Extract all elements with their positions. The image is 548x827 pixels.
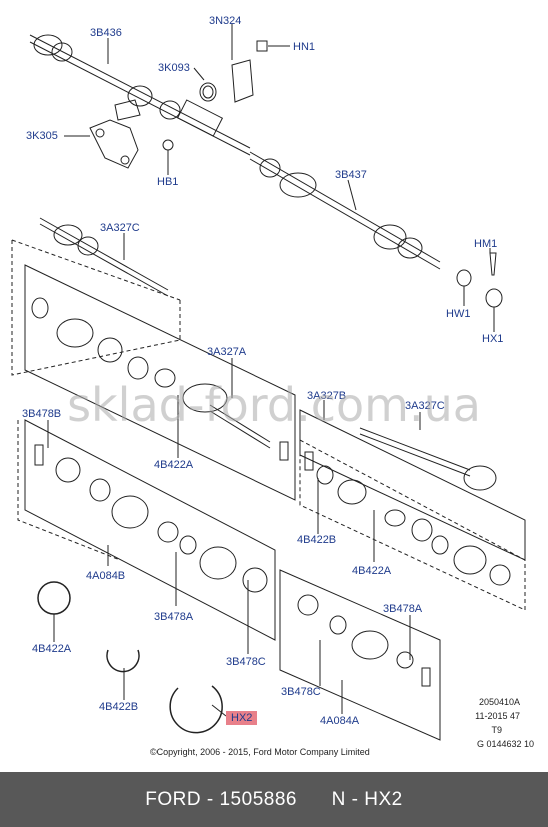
label-3B478B: 3B478B	[22, 408, 62, 420]
label-HX2-highlighted[interactable]: HX2	[226, 711, 258, 725]
circlip-HX2	[169, 685, 223, 734]
label-4A084A: 4A084A	[320, 715, 360, 727]
label-HM1: HM1	[474, 238, 498, 250]
driveshaft-3A327C	[39, 217, 169, 297]
footer-part-number: FORD - 1505886 N - HX2	[145, 788, 403, 810]
label-3B478C-left: 3B478C	[226, 656, 266, 668]
footer-bar: FORD - 1505886 N - HX2	[0, 772, 548, 827]
frame-4A084B	[24, 419, 276, 641]
label-4B422B-bottom: 4B422B	[99, 701, 139, 713]
label-HX1: HX1	[482, 333, 504, 345]
bolt-HB1	[162, 139, 174, 151]
driveshaft-3B437	[249, 151, 441, 270]
label-3N324: 3N324	[209, 15, 242, 27]
diagram-code: 2050410A	[478, 697, 520, 707]
label-3B478A-right: 3B478A	[383, 603, 423, 615]
copyright-notice: ©Copyright, 2006 - 2015, Ford Motor Comp…	[150, 747, 370, 757]
label-3A327C-right: 3A327C	[405, 400, 445, 412]
circlip-4B422A	[37, 581, 71, 615]
label-3A327C-top: 3A327C	[100, 222, 140, 234]
ring-3K093	[199, 82, 217, 102]
label-HN1: HN1	[293, 41, 316, 53]
nut-HN1	[256, 40, 268, 52]
diagram-revision: T9	[491, 725, 502, 735]
label-3B478C-right: 3B478C	[281, 686, 321, 698]
label-4A084B: 4A084B	[86, 570, 126, 582]
label-HW1: HW1	[446, 308, 471, 320]
label-3B437: 3B437	[335, 169, 367, 181]
label-3A327A: 3A327A	[207, 346, 247, 358]
label-4B422A-right: 4B422A	[352, 565, 392, 577]
nut-HX1	[485, 288, 503, 308]
bracket-3K305	[89, 99, 141, 169]
label-HB1: HB1	[157, 176, 179, 188]
diagram-reference: G 0144632 10	[476, 739, 534, 749]
bolt-HM1	[489, 252, 497, 276]
label-4B422A-bottom: 4B422A	[32, 643, 72, 655]
label-3A327B: 3A327B	[307, 390, 347, 402]
diagram-date: 11-2015 47	[475, 711, 520, 721]
frame-3A327A	[24, 264, 296, 501]
washer-HW1	[456, 269, 472, 287]
label-3B436: 3B436	[90, 27, 122, 39]
driveshaft-3B436	[29, 34, 251, 156]
bracket-3N324	[231, 59, 254, 103]
label-3K305: 3K305	[26, 130, 58, 142]
frame-4A084A	[279, 569, 441, 741]
label-4B422B-right: 4B422B	[297, 534, 337, 546]
exploded-parts-diagram	[11, 24, 526, 741]
label-3K093: 3K093	[158, 62, 190, 74]
label-4B422A-mid: 4B422A	[154, 459, 194, 471]
circlip-4B422B	[106, 649, 140, 673]
label-3B478A-left: 3B478A	[154, 611, 194, 623]
